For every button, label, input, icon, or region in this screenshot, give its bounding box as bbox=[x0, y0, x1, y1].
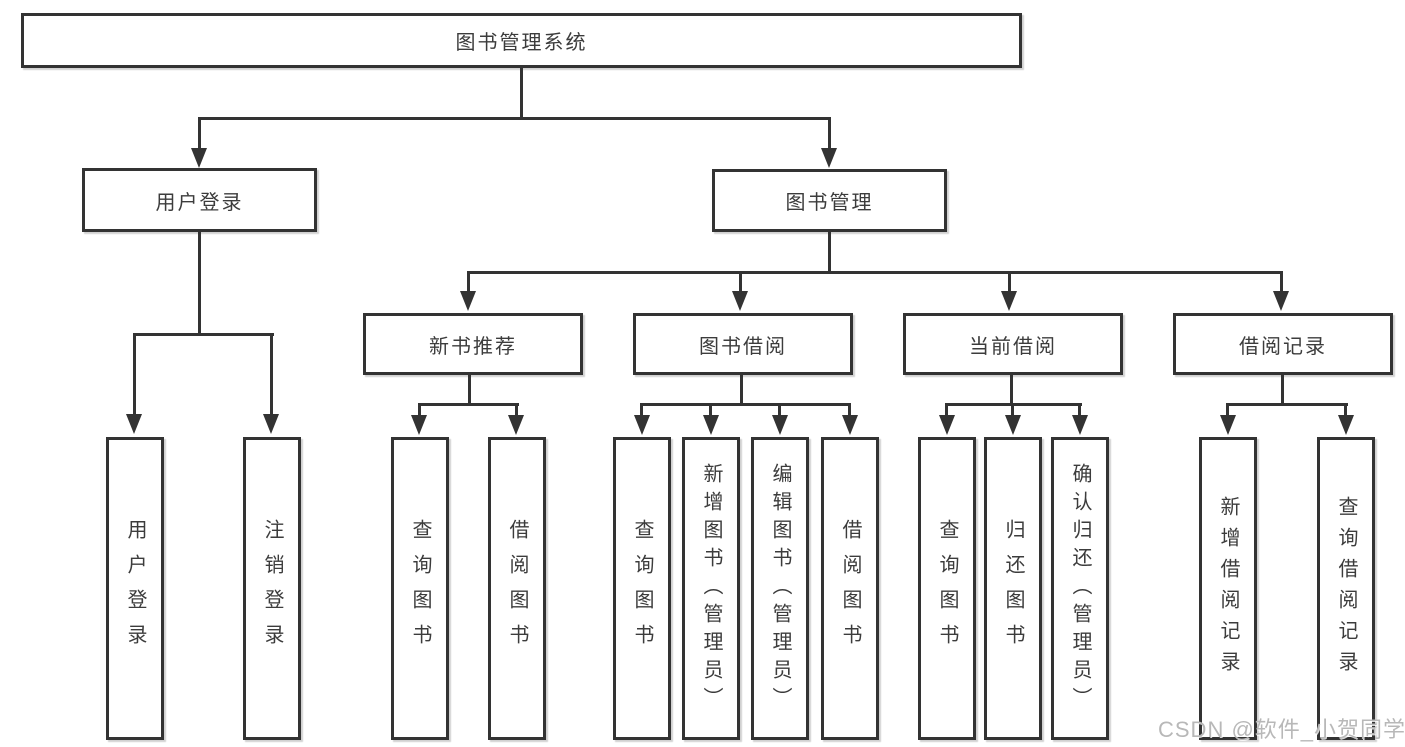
connector-line bbox=[198, 117, 831, 120]
node-book-management-branch: 图书管理 bbox=[712, 169, 947, 232]
node-label: 查询图书 bbox=[409, 518, 431, 659]
connector-line bbox=[709, 403, 712, 417]
connector-line bbox=[1010, 375, 1013, 405]
arrowhead-down-icon bbox=[1338, 415, 1354, 435]
node-label: 查询借阅记录 bbox=[1335, 495, 1357, 682]
connector-line bbox=[198, 117, 201, 150]
connector-line bbox=[467, 271, 470, 293]
node-label: 编辑图书（管理员） bbox=[769, 462, 791, 715]
connector-line bbox=[133, 333, 136, 414]
connector-line bbox=[418, 403, 519, 406]
connector-line bbox=[198, 232, 201, 335]
node-label: 借阅记录 bbox=[1239, 335, 1327, 358]
connector-line bbox=[468, 375, 471, 405]
arrowhead-down-icon bbox=[508, 415, 524, 435]
connector-line bbox=[1011, 403, 1014, 417]
node-label: 新增借阅记录 bbox=[1217, 495, 1239, 682]
leaf-borrow-books-recommendation: 借阅图书 bbox=[488, 437, 546, 740]
leaf-return-books: 归还图书 bbox=[984, 437, 1042, 740]
connector-line bbox=[640, 403, 851, 406]
connector-line bbox=[1008, 271, 1011, 293]
connector-line bbox=[828, 232, 831, 273]
arrowhead-down-icon bbox=[842, 415, 858, 435]
connector-line bbox=[778, 403, 781, 417]
connector-line bbox=[1344, 403, 1347, 417]
node-label: 确认归还（管理员） bbox=[1069, 462, 1091, 715]
arrowhead-down-icon bbox=[821, 148, 837, 168]
node-label: 图书管理 bbox=[785, 192, 874, 214]
connector-line bbox=[848, 403, 851, 417]
node-label: 借阅图书 bbox=[839, 518, 861, 659]
leaf-add-borrow-record: 新增借阅记录 bbox=[1199, 437, 1257, 740]
connector-line bbox=[467, 271, 1283, 274]
connector-line bbox=[1226, 403, 1229, 417]
connector-line bbox=[1078, 403, 1081, 417]
connector-line bbox=[515, 403, 518, 417]
leaf-query-books-current: 查询图书 bbox=[918, 437, 976, 740]
arrowhead-down-icon bbox=[1072, 415, 1088, 435]
node-new-book-recommendation: 新书推荐 bbox=[363, 313, 583, 375]
node-book-borrowing: 图书借阅 bbox=[633, 313, 853, 375]
node-label: 图书借阅 bbox=[699, 335, 787, 358]
leaf-query-borrow-record: 查询借阅记录 bbox=[1317, 437, 1375, 740]
arrowhead-down-icon bbox=[1001, 291, 1017, 311]
node-label: 注销登录 bbox=[261, 518, 283, 659]
node-label: 借阅图书 bbox=[506, 518, 528, 659]
node-label: 查询图书 bbox=[631, 518, 653, 659]
arrowhead-down-icon bbox=[191, 148, 207, 168]
arrowhead-down-icon bbox=[263, 414, 279, 434]
node-label: 图书管理系统 bbox=[455, 32, 588, 54]
node-library-management-system: 图书管理系统 bbox=[21, 13, 1022, 68]
connector-line bbox=[270, 333, 273, 414]
connector-line bbox=[640, 403, 643, 417]
leaf-user-login: 用户登录 bbox=[106, 437, 164, 740]
connector-line bbox=[1226, 403, 1348, 406]
connector-line bbox=[133, 333, 274, 336]
leaf-edit-books-admin: 编辑图书（管理员） bbox=[751, 437, 809, 740]
csdn-watermark: CSDN @软件_小贺同学 bbox=[1158, 717, 1405, 742]
node-label: 查询图书 bbox=[936, 518, 958, 659]
leaf-query-books-borrowing: 查询图书 bbox=[613, 437, 671, 740]
arrowhead-down-icon bbox=[126, 414, 142, 434]
node-label: 新增图书（管理员） bbox=[700, 462, 722, 715]
arrowhead-down-icon bbox=[939, 415, 955, 435]
node-current-borrowing: 当前借阅 bbox=[903, 313, 1123, 375]
arrowhead-down-icon bbox=[1273, 291, 1289, 311]
leaf-confirm-return-admin: 确认归还（管理员） bbox=[1051, 437, 1109, 740]
node-label: 用户登录 bbox=[155, 191, 244, 214]
connector-line bbox=[418, 403, 421, 417]
node-label: 新书推荐 bbox=[429, 335, 517, 358]
connector-line bbox=[1280, 271, 1283, 293]
leaf-add-books-admin: 新增图书（管理员） bbox=[682, 437, 740, 740]
leaf-borrow-books: 借阅图书 bbox=[821, 437, 879, 740]
connector-line bbox=[520, 68, 523, 119]
arrowhead-down-icon bbox=[1220, 415, 1236, 435]
connector-line bbox=[828, 117, 831, 150]
node-label: 当前借阅 bbox=[969, 335, 1057, 358]
node-label: 归还图书 bbox=[1002, 518, 1024, 659]
arrowhead-down-icon bbox=[732, 291, 748, 311]
connector-line bbox=[740, 375, 743, 405]
connector-line bbox=[1281, 375, 1284, 405]
connector-line bbox=[739, 271, 742, 293]
arrowhead-down-icon bbox=[634, 415, 650, 435]
leaf-logout: 注销登录 bbox=[243, 437, 301, 740]
arrowhead-down-icon bbox=[411, 415, 427, 435]
node-label: 用户登录 bbox=[124, 518, 146, 659]
connector-line bbox=[945, 403, 948, 417]
arrowhead-down-icon bbox=[460, 291, 476, 311]
arrowhead-down-icon bbox=[703, 415, 719, 435]
arrowhead-down-icon bbox=[1005, 415, 1021, 435]
node-user-login-branch: 用户登录 bbox=[82, 168, 317, 232]
arrowhead-down-icon bbox=[772, 415, 788, 435]
node-borrowing-records: 借阅记录 bbox=[1173, 313, 1393, 375]
leaf-query-books-recommendation: 查询图书 bbox=[391, 437, 449, 740]
